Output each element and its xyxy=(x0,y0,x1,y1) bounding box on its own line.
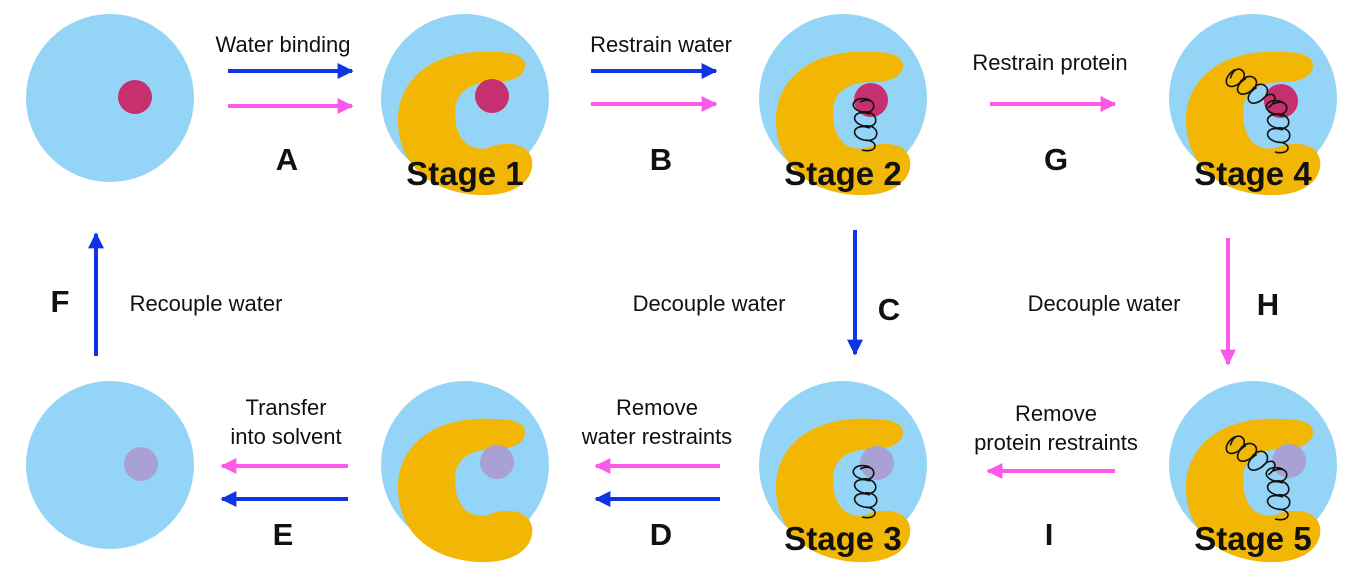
ligand-coupled xyxy=(118,80,152,114)
step-E-letter: E xyxy=(273,517,294,552)
step-G-label: Restrain protein xyxy=(972,50,1127,75)
step-H-label: Decouple water xyxy=(1028,291,1181,316)
stage-5-label: Stage 5 xyxy=(1194,520,1311,557)
stage-3-label: Stage 3 xyxy=(784,520,901,557)
ligand-decoupled xyxy=(480,445,514,479)
step-C-letter: C xyxy=(878,292,900,327)
solvent-circle xyxy=(26,381,194,549)
ligand-decoupled xyxy=(1272,444,1306,478)
free-ligand-coupled xyxy=(26,14,194,182)
stage-4-complex xyxy=(1169,14,1337,196)
decoupled-complex-no-restraints xyxy=(381,381,549,563)
ligand-coupled xyxy=(854,83,888,117)
stage-3-complex xyxy=(759,381,927,563)
step-E-label-line2: into solvent xyxy=(230,424,341,449)
step-G-letter: G xyxy=(1044,142,1068,177)
step-E-label-line1: Transfer xyxy=(245,395,326,420)
stage-2-complex xyxy=(759,14,927,196)
step-F-label: Recouple water xyxy=(130,291,283,316)
step-A-label: Water binding xyxy=(216,32,351,57)
step-B-letter: B xyxy=(650,142,672,177)
step-H-letter: H xyxy=(1257,287,1279,322)
ligand-coupled xyxy=(475,79,509,113)
step-B-label: Restrain water xyxy=(590,32,732,57)
stage-4-label: Stage 4 xyxy=(1194,155,1312,192)
step-D-label-line1: Remove xyxy=(616,395,698,420)
step-I-letter: I xyxy=(1045,517,1054,552)
stage-1-label: Stage 1 xyxy=(406,155,523,192)
step-F-letter: F xyxy=(51,284,70,319)
step-C-label: Decouple water xyxy=(633,291,786,316)
ligand-decoupled xyxy=(124,447,158,481)
step-I-label-line2: protein restraints xyxy=(974,430,1138,455)
step-A-letter: A xyxy=(276,142,298,177)
stage-2-label: Stage 2 xyxy=(784,155,901,192)
stage-5-complex xyxy=(1169,381,1337,563)
step-D-label-line2: water restraints xyxy=(581,424,732,449)
ligand-decoupled xyxy=(860,446,894,480)
solvent-circle xyxy=(26,14,194,182)
free-ligand-decoupled xyxy=(26,381,194,549)
stage-1-complex xyxy=(381,14,549,196)
step-D-letter: D xyxy=(650,517,672,552)
step-I-label-line1: Remove xyxy=(1015,401,1097,426)
